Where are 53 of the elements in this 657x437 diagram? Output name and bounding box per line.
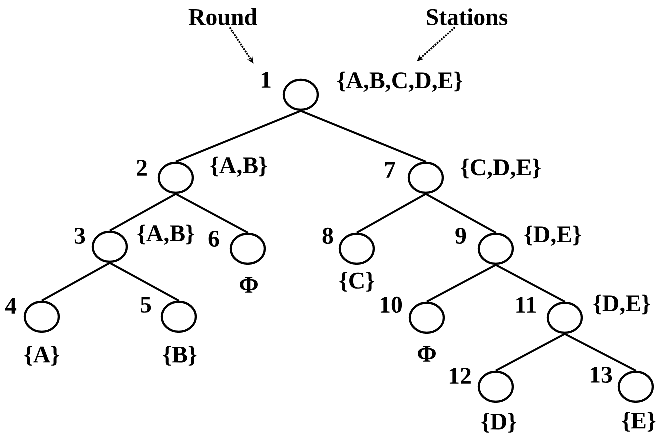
node-number: 1	[262, 72, 271, 88]
tree-edge	[496, 264, 566, 303]
node-number: 7	[385, 162, 396, 178]
node-label: Round	[188, 8, 258, 26]
station-set: {A}	[24, 346, 60, 366]
station-set: {A,B}	[138, 224, 194, 246]
tree-node-circle	[160, 300, 198, 334]
tree-node-circle	[338, 232, 376, 266]
station-set: {A,B,C,D,E}	[338, 72, 462, 92]
tree-node-circle	[618, 370, 654, 404]
node-number: 8	[322, 228, 334, 244]
node-label: Stations	[427, 8, 508, 26]
tree-edge	[176, 110, 302, 163]
tree-edge	[176, 193, 248, 234]
station-set: Φ	[240, 277, 258, 293]
node-number: 6	[208, 230, 220, 248]
tree-node-circle	[478, 232, 514, 266]
tree-node-circle	[408, 302, 446, 334]
node-number: 2	[137, 160, 147, 176]
tree-node-circle	[282, 78, 320, 112]
tree-edge	[426, 193, 496, 234]
tree-node-circle	[230, 232, 266, 266]
tree-node-circle	[546, 302, 584, 334]
tree-edge	[496, 333, 566, 372]
tree-node-circle	[92, 230, 128, 264]
tree-edge	[110, 262, 180, 302]
station-set: Φ	[418, 346, 436, 362]
tree-edge	[300, 110, 426, 163]
station-set: {D,E}	[524, 226, 582, 246]
tree-node-circle	[408, 162, 444, 194]
node-number: 5	[140, 297, 152, 313]
tree-edge	[564, 333, 636, 372]
tree-edge	[426, 264, 496, 303]
node-number: 11	[516, 297, 536, 313]
station-set: {D,E}	[594, 294, 650, 316]
node-number: 3	[74, 228, 86, 244]
node-number: 12	[450, 368, 471, 384]
tree-node-circle	[478, 370, 514, 404]
tree-node-circle	[158, 162, 194, 194]
tree-node-circle	[24, 300, 60, 334]
station-set: {B}	[163, 346, 197, 366]
node-number: 4	[5, 298, 17, 314]
node-number: 13	[590, 366, 612, 384]
tree-edge	[356, 193, 426, 234]
station-set: {D}	[482, 413, 516, 433]
station-set: {A,B}	[210, 156, 268, 178]
node-number: 10	[380, 296, 402, 314]
tree-edge	[110, 193, 176, 232]
station-set: {C}	[340, 272, 374, 292]
station-set: {E}	[622, 412, 656, 432]
tree-edge	[42, 262, 110, 302]
station-set: {C,D,E}	[461, 158, 541, 180]
node-number: 9	[456, 228, 466, 244]
